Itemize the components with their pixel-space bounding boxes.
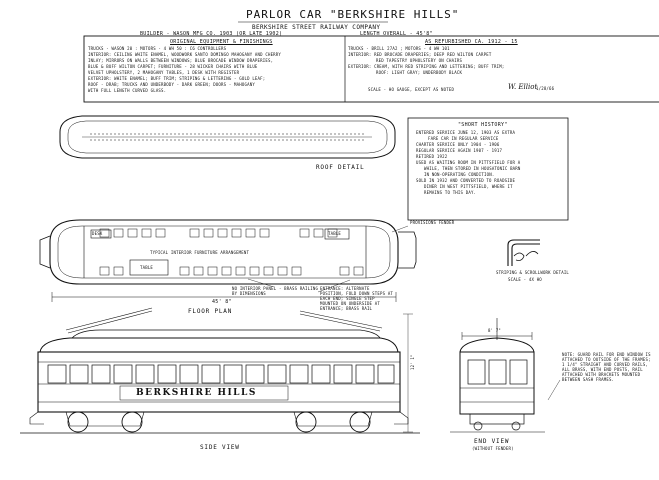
underbody-note: NO INTERIOR PANEL - BRASS RAILING BY DIM… [232, 286, 319, 296]
history-line: RETIRED 1922 [416, 154, 448, 159]
history-line: REMAINS TO THIS DAY. [424, 190, 477, 195]
refurbished-line: EXTERIOR: CREAM, WITH RED STRIPING AND L… [348, 64, 505, 69]
history-line: IN NON-OPERATING CONDITION. [424, 172, 495, 177]
original-equipment-heading: ORIGINAL EQUIPMENT & FINISHINGS [170, 39, 273, 45]
original-equipment-line: INTERIOR: CEILING WHITE ENAMEL, WOODWORK… [88, 52, 282, 57]
original-equipment-line: WITH FULL LENGTH CURVED GLASS. [88, 88, 167, 93]
history-box [407, 117, 569, 221]
history-line: DINER IN WEST PITTSFIELD, WHERE IT [424, 184, 513, 189]
refurbished-heading: AS REFURBISHED CA. 1912 - 15 [425, 39, 518, 45]
striping-detail [507, 239, 540, 266]
length-note: LENGTH OVERALL - 45'8" [360, 31, 433, 37]
height-dimension: 12' 1" [410, 354, 415, 370]
original-equipment-line: BLUE & BUFF WILTON CARPET; FURNITURE - 2… [88, 64, 258, 69]
end-view-label: END VIEW [474, 438, 510, 445]
history-line: FARE CAR IN REGULAR SERVICE [428, 136, 499, 141]
original-equipment-line: EXTERIOR: WHITE ENAMEL; BUFF TRIM; STRIP… [88, 76, 266, 81]
original-equipment-line: TRUCKS - WASON 20 : MOTORS - 4 WH 50 : C… [88, 46, 227, 51]
refurbished-line: ROOF: LIGHT GRAY; UNDERBODY BLACK [376, 70, 463, 75]
scale-note: SCALE - HO GAUGE, EXCEPT AS NOTED [368, 87, 455, 92]
side-view-label: SIDE VIEW [200, 444, 240, 451]
drawing-title: PARLOR CAR "BERKSHIRE HILLS" [246, 8, 460, 21]
fender-label: PROVISIONS FENDER [410, 220, 455, 225]
signature: W. Elliot [508, 83, 538, 91]
equipment-box [83, 35, 659, 103]
car-lettering: BERKSHIRE HILLS [136, 388, 257, 398]
history-line: SOLD IN 1932 AND CONVERTED TO ROADSIDE [416, 178, 516, 183]
roof-detail [59, 115, 396, 159]
side-view [20, 307, 420, 434]
history-line: ENTERED SERVICE JUNE 12, 1903 AS EXTRA [416, 130, 516, 135]
floor-plan-label: FLOOR PLAN [188, 308, 233, 315]
builder-note: BUILDER - WASON MFG CO. 1903 (OR LATE 19… [140, 31, 283, 37]
company-name: BERKSHIRE STREET RAILWAY COMPANY [252, 24, 381, 31]
floor-plan [39, 219, 417, 302]
table-label-2: TABLE [140, 265, 154, 270]
striping-label: STRIPING & SCROLLWORK DETAIL [496, 270, 570, 275]
refurbished-line: TRUCKS - BRILL 27A2 ; MOTORS - 4 WH 101 [348, 46, 450, 51]
history-text: ENTERED SERVICE JUNE 12, 1903 AS EXTRA F… [416, 130, 521, 196]
refurbished-line: RED TAPESTRY UPHOLSTERY ON CHAIRS [376, 58, 463, 63]
desk-label: DESK [92, 231, 103, 236]
history-heading: "SHORT HISTORY" [458, 122, 508, 128]
roof-detail-label: ROOF DETAIL [316, 164, 365, 171]
history-line: USED AS WAITING ROOM IN PITTSFIELD FOR A [416, 160, 521, 165]
table-label: TABLE [328, 231, 342, 236]
refurbished-line: INTERIOR: RED BROCADE DRAPERIES; DEEP RE… [348, 52, 492, 57]
entrance-note: ENTRANCE: ALTERNATE POSITION, FOLD DOWN … [320, 286, 394, 311]
original-equipment-text: TRUCKS - WASON 20 : MOTORS - 4 WH 50 : C… [88, 46, 281, 94]
history-line: REGULAR SERVICE AGAIN 1907 - 1917 [416, 148, 503, 153]
drawing-date: 1/28/66 [536, 86, 555, 91]
striping-scale: SCALE - 4X HO [508, 277, 542, 282]
original-equipment-line: VELVET UPHOLSTERY, 2 MAHOGANY TABLES, 1 … [88, 70, 240, 75]
guard-rail-note: NOTE: GUARD RAIL FOR END WINDOW IS ATTAC… [562, 352, 651, 382]
original-equipment-line: ROOF - DRAB; TRUCKS AND UNDERBODY - DARK… [88, 82, 255, 87]
history-line: WHILE, THEN STORED IN HOUSATONIC BARN [424, 166, 521, 171]
end-view-note: (WITHOUT FENDER) [472, 446, 514, 451]
refurbished-text: TRUCKS - BRILL 27A2 ; MOTORS - 4 WH 101 … [348, 46, 505, 76]
end-width-dimension: 8' 7" [488, 328, 502, 333]
end-view [450, 318, 561, 433]
history-line: CHARTER SERVICE ONLY 1904 - 1906 [416, 142, 500, 147]
original-equipment-line: INLAY; MIRRORS ON WALLS BETWEEN WINDOWS;… [88, 58, 274, 63]
floor-dimension: 45' 8" [212, 299, 232, 305]
furniture-note: TYPICAL INTERIOR FURNITURE ARRANGEMENT [150, 250, 250, 255]
